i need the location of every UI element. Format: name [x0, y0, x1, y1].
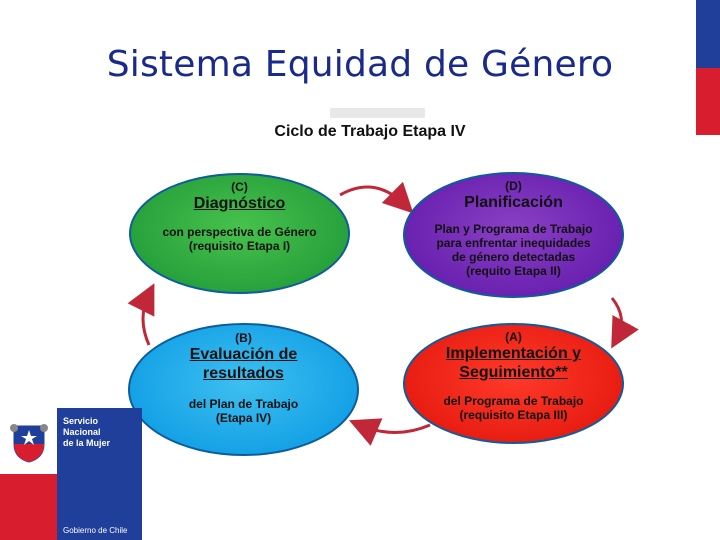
node-evaluacion: (B) Evaluación de resultados del Plan de…: [128, 323, 359, 456]
node-heading: Evaluación de: [189, 346, 298, 363]
node-tag: (B): [235, 331, 252, 345]
node-body-line: (Etapa IV): [215, 411, 272, 425]
diagram-subtitle: Ciclo de Trabajo Etapa IV: [274, 123, 466, 140]
sernam-logo: Servicio Nacional de la Mujer Gobierno d…: [0, 408, 142, 540]
arrow-a-to-b: [348, 418, 431, 446]
logo-footer: Gobierno de Chile: [63, 526, 128, 535]
slide-title: Sistema Equidad de Género: [106, 44, 614, 85]
node-body-line: (requisito Etapa III): [459, 408, 568, 422]
node-body-line: de género detectadas: [451, 250, 576, 264]
node-body-line: Plan y Programa de Trabajo: [434, 222, 593, 236]
node-body-line: para enfrentar inequidades: [436, 236, 591, 250]
node-tag: (C): [231, 180, 248, 194]
node-body-line: (requito Etapa II): [466, 264, 561, 278]
arrow-d-to-a: [610, 297, 639, 349]
node-heading: resultados: [203, 365, 284, 382]
node-body-line: (requisito Etapa I): [188, 239, 291, 253]
node-body-line: del Programa de Trabajo: [443, 394, 584, 408]
node-body-line: del Plan de Trabajo: [188, 397, 299, 411]
logo-line: Servicio: [63, 416, 99, 426]
node-heading: Planificación: [464, 194, 563, 211]
faded-text-remnant: [330, 108, 425, 118]
arrow-b-to-c: [127, 283, 155, 346]
node-heading: Implementación y: [445, 345, 582, 362]
logo-line: Nacional: [63, 427, 101, 437]
node-diagnostico: (C) Diagnóstico con perspectiva de Géner…: [129, 173, 350, 294]
node-planificacion: (D) Planificación Plan y Programa de Tra…: [403, 172, 624, 298]
node-body-line: con perspectiva de Género: [162, 225, 317, 239]
coat-of-arms-icon: [10, 424, 48, 463]
node-heading: Seguimiento**: [459, 364, 568, 381]
arrow-c-to-d: [339, 181, 414, 214]
node-heading: Diagnóstico: [193, 195, 286, 212]
node-tag: (D): [505, 179, 522, 193]
node-implementacion: (A) Implementación y Seguimiento** del P…: [403, 323, 624, 444]
logo-line: de la Mujer: [63, 438, 111, 448]
node-tag: (A): [505, 330, 522, 344]
flag-strip: [696, 0, 720, 135]
